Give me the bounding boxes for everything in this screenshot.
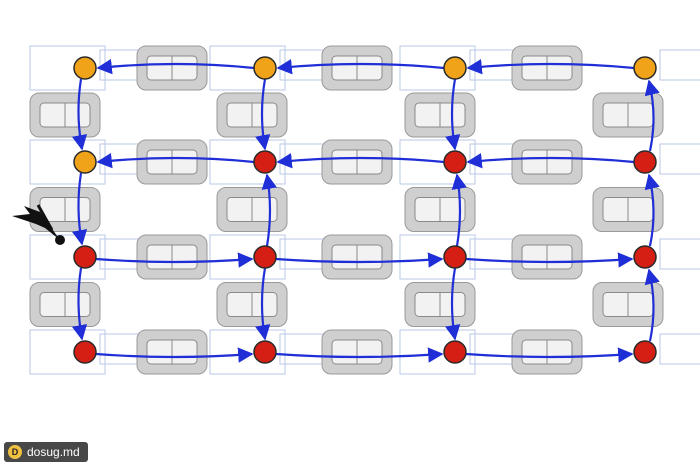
component-block bbox=[511, 234, 583, 280]
flow-arrow bbox=[96, 152, 255, 169]
component-block bbox=[404, 187, 476, 232]
flow-arrow bbox=[71, 78, 88, 151]
node-red bbox=[633, 340, 657, 364]
flow-arrow bbox=[276, 59, 445, 75]
wire-frame bbox=[399, 234, 476, 280]
component-block bbox=[511, 45, 583, 91]
wire-frame bbox=[659, 143, 700, 175]
component-block bbox=[321, 139, 393, 185]
node-orange bbox=[253, 56, 277, 80]
node-orange bbox=[73, 150, 97, 174]
flow-arrow bbox=[451, 173, 467, 247]
component-block bbox=[592, 187, 664, 232]
flow-arrow bbox=[276, 153, 445, 169]
component-block bbox=[404, 92, 476, 138]
wire-frame bbox=[209, 329, 286, 375]
component-block bbox=[29, 282, 101, 327]
component-block bbox=[592, 92, 664, 138]
watermark: D dosug.md bbox=[4, 442, 88, 462]
component-block bbox=[136, 329, 208, 375]
wire-frame bbox=[29, 234, 106, 280]
node-orange bbox=[443, 56, 467, 80]
flow-arrow bbox=[644, 268, 660, 342]
flow-arrow bbox=[466, 59, 635, 75]
component-block bbox=[136, 234, 208, 280]
pen-cursor-icon bbox=[12, 204, 65, 245]
component-block bbox=[216, 282, 288, 327]
node-red bbox=[253, 340, 277, 364]
flow-arrow bbox=[465, 347, 634, 363]
flow-arrow bbox=[95, 347, 254, 363]
node-orange bbox=[73, 56, 97, 80]
flow-arrow bbox=[445, 267, 461, 341]
wire-frame bbox=[659, 333, 700, 365]
wire-frame bbox=[209, 234, 286, 280]
node-red bbox=[633, 245, 657, 269]
component-block bbox=[592, 282, 664, 327]
node-red bbox=[443, 245, 467, 269]
flow-arrow bbox=[261, 173, 277, 247]
flow-arrow bbox=[95, 252, 254, 268]
wire-frame bbox=[659, 238, 700, 270]
node-layer bbox=[73, 56, 657, 364]
component-block bbox=[404, 282, 476, 327]
flow-arrow bbox=[466, 153, 635, 169]
flow-arrow bbox=[255, 78, 271, 151]
flow-arrow bbox=[465, 252, 634, 268]
node-red bbox=[253, 150, 277, 174]
component-block bbox=[321, 45, 393, 91]
wire-frame bbox=[659, 49, 700, 81]
node-red bbox=[443, 150, 467, 174]
watermark-text: dosug.md bbox=[27, 445, 80, 459]
node-orange bbox=[633, 56, 657, 80]
component-block bbox=[511, 329, 583, 375]
component-block bbox=[136, 139, 208, 185]
arrow-layer bbox=[71, 58, 660, 363]
dosug-logo-icon: D bbox=[8, 445, 22, 459]
node-red bbox=[253, 245, 277, 269]
component-block bbox=[136, 45, 208, 91]
component-block bbox=[321, 329, 393, 375]
flow-arrow bbox=[275, 252, 444, 268]
component-block bbox=[321, 234, 393, 280]
flow-arrow bbox=[445, 78, 461, 151]
component-block bbox=[29, 92, 101, 138]
component-block bbox=[511, 139, 583, 185]
flow-arrow bbox=[275, 347, 444, 363]
flow-arrow bbox=[644, 79, 660, 152]
component-block bbox=[216, 92, 288, 138]
node-red bbox=[73, 245, 97, 269]
wire-frame bbox=[399, 329, 476, 375]
component-block bbox=[216, 187, 288, 232]
node-red bbox=[73, 340, 97, 364]
flow-arrow bbox=[255, 267, 271, 341]
flow-arrow bbox=[71, 172, 88, 246]
component-layer bbox=[29, 45, 664, 375]
wire-frame bbox=[29, 329, 106, 375]
flow-arrow bbox=[71, 267, 88, 341]
node-red bbox=[633, 150, 657, 174]
node-red bbox=[443, 340, 467, 364]
flow-arrow bbox=[96, 58, 255, 75]
flow-arrow bbox=[644, 173, 660, 247]
